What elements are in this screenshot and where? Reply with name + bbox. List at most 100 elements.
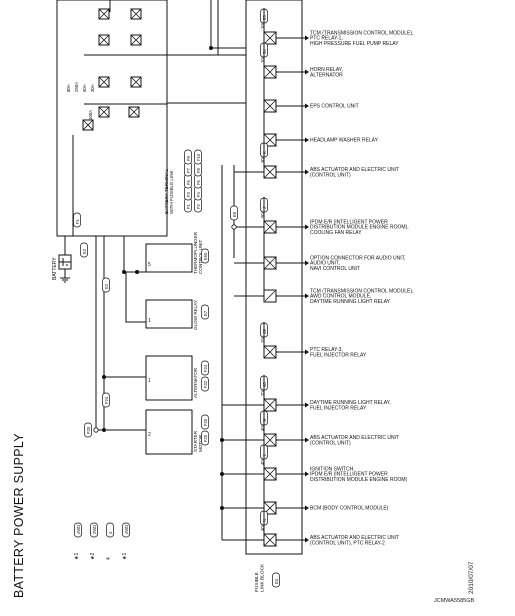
svg-text:THERMOPLUNGER: THERMOPLUNGER: [193, 231, 198, 274]
fuse-rating-30A: 30A: [90, 84, 95, 92]
ground-connector: E2: [80, 242, 88, 258]
svg-text:F20: F20: [86, 426, 91, 434]
svg-text:E65: E65: [203, 252, 208, 260]
fusible-link-connector: E9: [230, 205, 238, 221]
component-connector-3: F24: [201, 360, 209, 376]
main-fuse-6: [130, 76, 142, 88]
component-connector-1: E65: [201, 248, 209, 264]
svg-text:F24: F24: [104, 396, 109, 404]
svg-text:40A: 40A: [260, 423, 265, 431]
svg-text:50A: 50A: [260, 210, 265, 218]
wire-thermoplunger: [123, 236, 146, 273]
svg-text:WITH FUSIBLE LINK: WITH FUSIBLE LINK: [169, 169, 174, 214]
fuse-rating-12: 40A: [260, 457, 265, 465]
junction-dot: [102, 375, 106, 379]
svg-text:40A: 40A: [260, 457, 265, 465]
svg-text:100A: 100A: [88, 110, 93, 120]
svg-text:F6: F6: [196, 179, 201, 185]
fuse-12: [263, 467, 277, 481]
battery-label: BATTERY: [52, 257, 58, 280]
svg-text:F2: F2: [196, 203, 201, 209]
fuse-rating-2: 10A: [260, 55, 265, 63]
svg-text:30A: 30A: [260, 155, 265, 163]
arrow-head: [305, 471, 309, 477]
component-box-4: [145, 409, 193, 455]
legend-marker-1: ★1: [122, 553, 128, 560]
svg-text:40A: 40A: [260, 523, 265, 531]
wire-connector-st: F20: [84, 422, 92, 438]
svg-text:F1: F1: [186, 203, 191, 209]
main-fuse-8: [128, 106, 140, 118]
svg-text:F3: F3: [186, 191, 191, 197]
main-fuse-7: [98, 106, 110, 118]
svg-text:BATTERY: BATTERY: [52, 257, 58, 280]
svg-text:20A: 20A: [260, 388, 265, 396]
svg-text:MOTOR: MOTOR: [198, 434, 203, 452]
component-label-3: ALTERNATOR: [193, 367, 198, 398]
load-label-3: EPS CONTROL UNIT: [310, 104, 359, 110]
svg-text:F7: F7: [186, 167, 191, 173]
main-fuse-4: [130, 34, 142, 46]
svg-text:CONTROL UNIT: CONTROL UNIT: [198, 240, 203, 274]
wire-alternator: [103, 236, 146, 378]
terminal-connector-F6: F6: [194, 173, 202, 189]
fuse-rating-9: 15A: [260, 335, 265, 343]
svg-text:F20: F20: [203, 434, 208, 442]
fuse-rating-60A: 60A: [82, 84, 87, 92]
page-title: BATTERY POWER SUPPLY: [12, 433, 26, 598]
svg-text:F5: F5: [186, 179, 191, 185]
main-fuse-1: [98, 8, 110, 20]
fusible-link-block: [245, 0, 303, 555]
diagram-date: 2010/07/07: [468, 561, 475, 594]
arrow-head: [305, 69, 309, 75]
load-label-2: HORN RELAY,ALTERNATOR: [310, 67, 343, 78]
fuse-rating-10: 20A: [260, 388, 265, 396]
svg-text:F10: F10: [196, 153, 201, 161]
svg-text:80A: 80A: [66, 84, 71, 92]
junction-dot: [220, 438, 224, 442]
svg-text:E2: E2: [104, 283, 109, 289]
battery-terminal-box: [56, 0, 168, 237]
arrow-head: [305, 437, 309, 443]
arrow-head: [305, 103, 309, 109]
fuse-14: [263, 533, 277, 547]
fuse-rating-5: 30A: [260, 155, 265, 163]
component-box-3: [145, 355, 193, 401]
svg-text:E9: E9: [232, 211, 237, 217]
fuse-rating-80A: 80A: [66, 84, 71, 92]
svg-text:F1: F1: [75, 218, 80, 224]
component-connector-4: F25: [201, 414, 209, 430]
fuse-2: [263, 65, 277, 79]
svg-text:BATTERY TERMINAL: BATTERY TERMINAL: [164, 168, 169, 214]
svg-text:F4: F4: [196, 191, 201, 197]
fuse-rating-1: 10A: [260, 21, 265, 29]
legend-value-1: 4WD: [74, 522, 82, 538]
fuse-rating-250A: 250A: [74, 82, 79, 92]
load-label-4: HEADLAMP WASHER RELAY: [310, 138, 379, 144]
junction-dot: [209, 46, 213, 50]
junction-dot: [135, 270, 139, 274]
fusible-link-block-connector: E4: [272, 572, 280, 588]
arrow-head: [305, 505, 309, 511]
component-terminal-1: 5: [148, 262, 151, 268]
diagram-code: JCMWA5585GB: [434, 598, 475, 604]
main-fuse-5: [98, 76, 110, 88]
component-label-2: GLOW RELAY: [193, 300, 198, 330]
main-fuse-2: [98, 34, 110, 46]
load-label-10: DAYTIME RUNNING LIGHT RELAY,FUEL INJECTO…: [310, 400, 391, 411]
arrow-head: [305, 35, 309, 41]
junction-dot: [122, 270, 126, 274]
load-label-1: TCM (TRANSMISSION CONTROL MODULE),PTC RE…: [310, 30, 413, 47]
svg-text:30A: 30A: [90, 84, 95, 92]
fuse-rating-main: 100A: [88, 110, 93, 120]
svg-text:F32: F32: [203, 380, 208, 388]
svg-text:15A: 15A: [260, 335, 265, 343]
terminal-circle: [231, 224, 237, 230]
fuse-3: [263, 99, 277, 113]
svg-text:★1: ★1: [74, 553, 80, 560]
fuse-10: [263, 398, 277, 412]
svg-text:STARTER: STARTER: [193, 430, 198, 452]
load-label-11: ABS ACTUATOR AND ELECTRIC UNIT(CONTROL U…: [310, 435, 399, 446]
svg-text:10A: 10A: [260, 55, 265, 63]
